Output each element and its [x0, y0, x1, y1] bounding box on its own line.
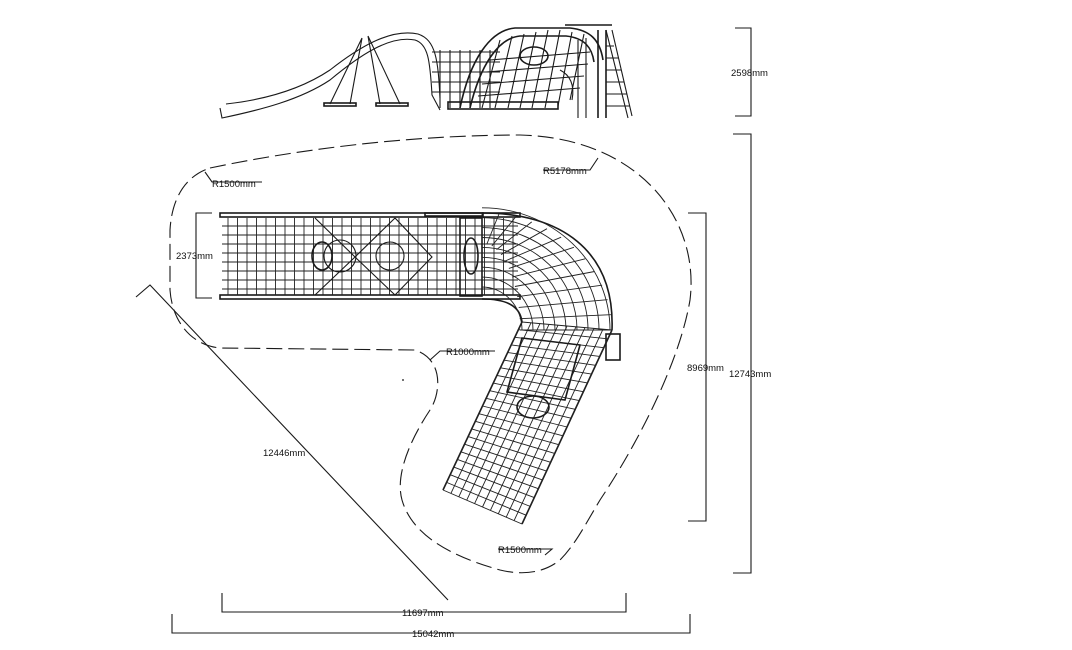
- leg-depth-label: 8969mm: [687, 363, 724, 374]
- side-elevation: [219, 24, 633, 119]
- net-arc: [481, 217, 600, 331]
- net-strand: [458, 323, 541, 497]
- diagonal-label: 12446mm: [263, 448, 305, 459]
- net-strand: [504, 236, 562, 262]
- net-strand: [505, 328, 595, 518]
- net-strand: [496, 221, 533, 250]
- net-arc: [481, 276, 534, 331]
- net-strand: [517, 284, 603, 298]
- net-strand: [514, 271, 595, 287]
- dimension-height-side: 2598mm: [731, 27, 768, 117]
- net-arc: [481, 227, 589, 331]
- dimension-deck-width: 2373mm: [176, 212, 213, 299]
- net-strand: [521, 329, 613, 525]
- diagonal-net-deck: [442, 321, 613, 525]
- net-strand: [466, 324, 550, 501]
- net-arc: [481, 207, 611, 331]
- horizontal-net-deck: [219, 212, 521, 300]
- net-strand: [500, 228, 548, 256]
- structure-width-label: 11697mm: [402, 608, 444, 619]
- dimension-leg-depth: 8969mm: [687, 212, 724, 522]
- net-arc: [481, 237, 578, 331]
- net-arc: [481, 246, 567, 331]
- net-arc: [481, 266, 545, 331]
- dimension-diagonal: 12446mm: [135, 284, 449, 601]
- radius-top-left-label: R1500mm: [212, 179, 256, 190]
- total-width-label: 15042mm: [412, 629, 454, 640]
- radius-bottom-label: R1500mm: [498, 545, 542, 556]
- total-depth-label: 12743mm: [729, 369, 771, 380]
- dimension-total-width: 15042mm: [171, 614, 691, 640]
- radius-inner-label: R1000mm: [446, 347, 490, 358]
- deck-width-label: 2373mm: [176, 251, 213, 262]
- net-strand: [518, 299, 608, 308]
- dimension-total-depth: 12743mm: [729, 133, 771, 574]
- net-strand: [474, 325, 559, 504]
- height-side-label: 2598mm: [731, 68, 768, 79]
- net-arc: [481, 256, 556, 331]
- net-strand: [442, 321, 523, 491]
- safety-zone-outline: [169, 134, 692, 574]
- net-strand: [513, 329, 604, 521]
- dimension-structure-width: 11697mm: [221, 593, 627, 619]
- net-strand: [512, 258, 586, 278]
- net-strand: [497, 327, 586, 514]
- radius-labels: R1500mm R5178mm R1000mm R1500mm: [204, 157, 599, 556]
- radius-outer-label: R5178mm: [543, 166, 587, 177]
